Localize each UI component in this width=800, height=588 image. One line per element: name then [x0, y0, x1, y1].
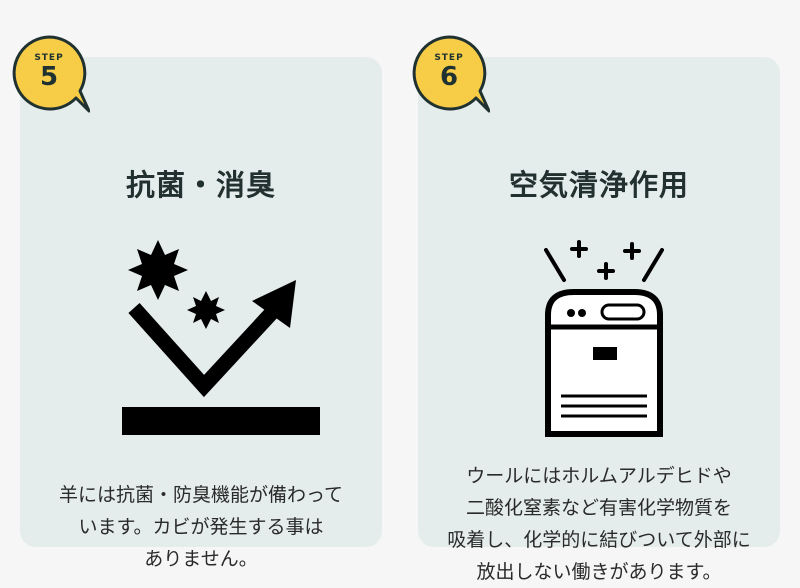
step-6-card: 空気清浄作用 ウールにはホルムアルデヒドや 二酸化窒素など有害化学物質を 吸着し…: [418, 57, 780, 583]
step-5-title: 抗菌・消臭: [125, 168, 276, 202]
step-5-desc-line: います。カビが発生する事は: [78, 516, 324, 538]
emission-line-right: [642, 248, 664, 282]
antibacterial-arrow-icon: [122, 240, 320, 435]
arrow-line: [128, 300, 284, 398]
germ-small-icon: [187, 291, 225, 329]
step-6-desc-line: 放出しない働きがあります。: [476, 561, 722, 583]
step-5-badge-number: 5: [39, 62, 59, 92]
step-5-description: 羊には抗菌・防臭機能が備わって います。カビが発生する事は ありません。: [20, 479, 382, 575]
step-6-desc-line: 二酸化窒素など有害化学物質を: [465, 497, 732, 519]
step-5-desc-line: 羊には抗菌・防臭機能が備わって: [58, 484, 344, 506]
step-6-description: ウールにはホルムアルデヒドや 二酸化窒素など有害化学物質を 吸着し、化学的に結び…: [418, 460, 780, 588]
speech-bubble-icon: [12, 35, 91, 113]
step-6-badge-label: STEP: [434, 53, 464, 63]
step-6-badge-number: 6: [439, 62, 459, 92]
plus-icon: [570, 240, 641, 280]
step-5-badge: STEP 5: [10, 35, 91, 115]
step-5-card: 抗菌・消臭 羊には抗菌・防臭機能が備わって います。カビが発生する事は ありませ…: [20, 57, 382, 570]
step-6-badge: STEP 6: [410, 35, 491, 115]
speech-bubble-icon: [412, 35, 491, 113]
step-5-desc-line: ありません。: [144, 548, 258, 570]
emission-line-left: [544, 248, 566, 282]
air-purifier-icon: [544, 240, 664, 437]
germ-large-icon: [128, 240, 188, 300]
arrow-head: [252, 280, 296, 328]
step-6-desc-line: 吸着し、化学的に結びついて外部に: [447, 529, 751, 551]
step-6-title: 空気清浄作用: [508, 168, 689, 202]
base-bar: [122, 407, 320, 435]
step-5-badge-label: STEP: [34, 53, 64, 63]
step-6-desc-line: ウールにはホルムアルデヒドや: [466, 465, 732, 487]
